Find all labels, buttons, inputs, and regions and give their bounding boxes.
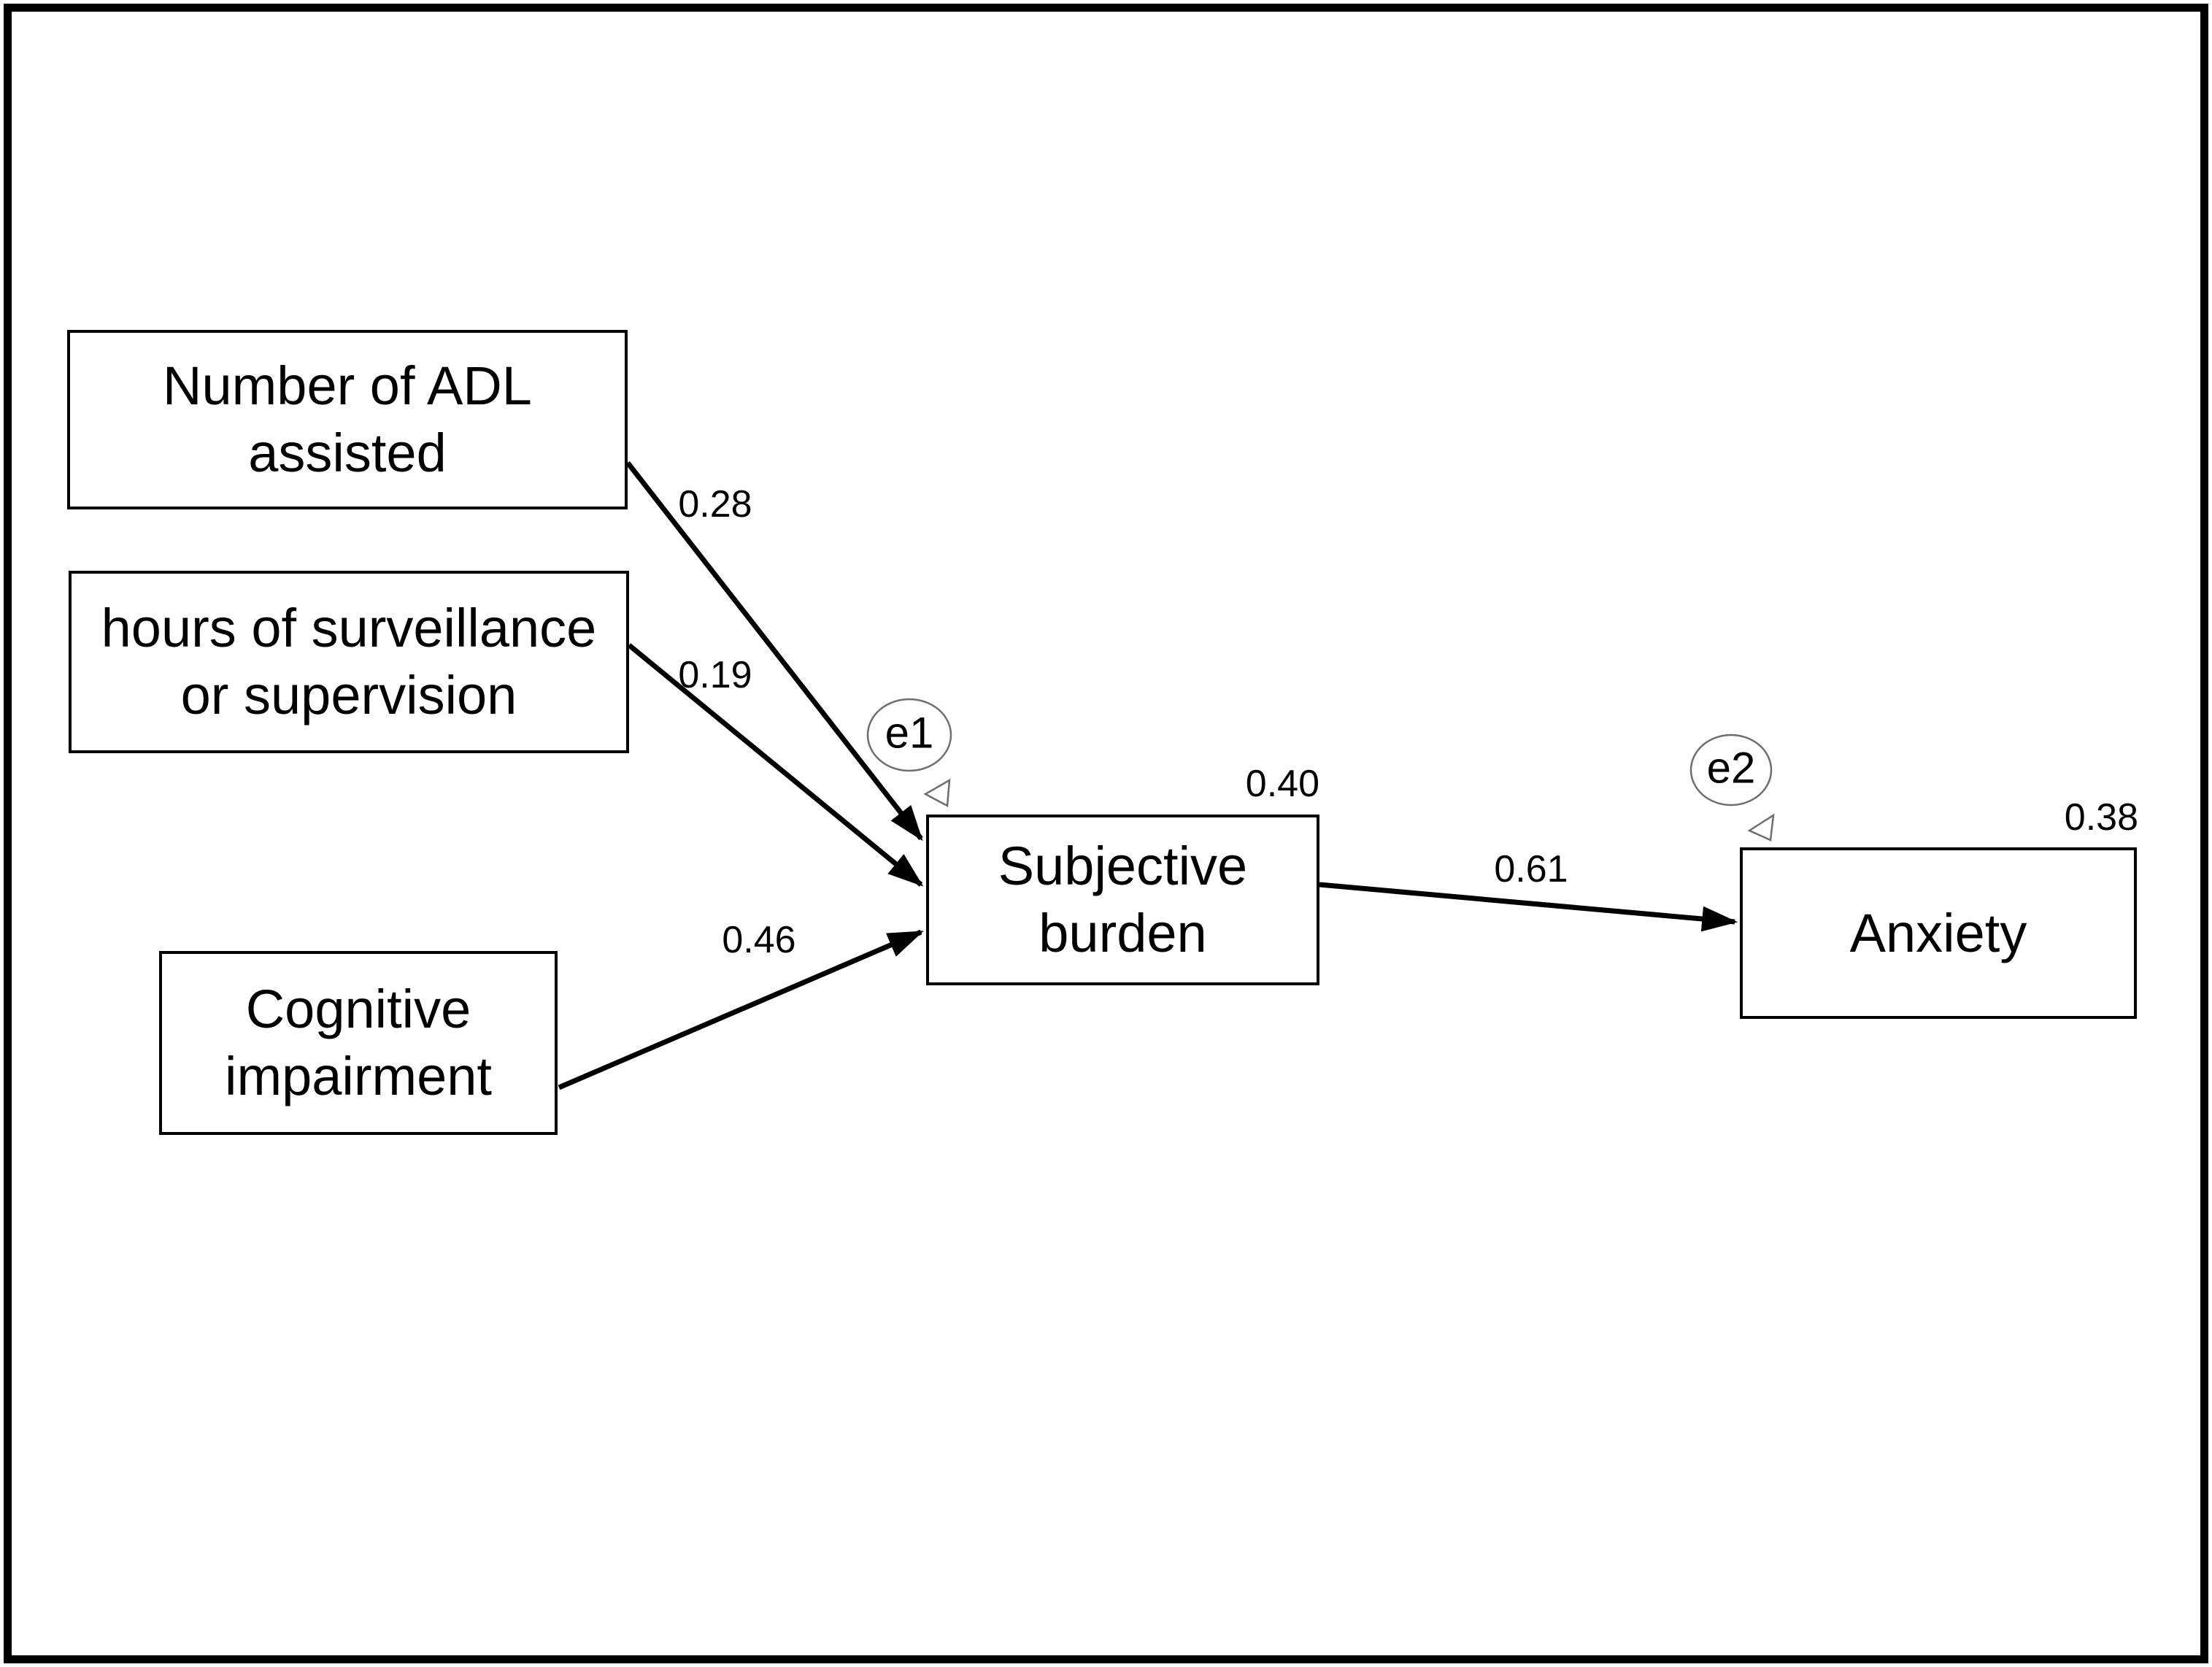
r-squared-subjective-burden: 0.40 <box>1245 763 1319 805</box>
box-anxiety: Anxiety <box>1740 847 2137 1019</box>
box-label-line: hours of surveillance <box>101 598 597 659</box>
coefficient-cognitive-burden: 0.46 <box>722 919 796 961</box>
coefficient-hours-burden: 0.19 <box>678 654 752 696</box>
box-label-line: burden <box>1038 903 1207 963</box>
box-subjective-burden: Subjective burden <box>926 815 1319 985</box>
error-label-e1: e1 <box>885 708 934 758</box>
box-label-line: Number of ADL <box>163 355 532 417</box>
path-adl-to-burden <box>625 461 923 842</box>
error-arrowhead-e1 <box>923 778 951 807</box>
box-label-line: Subjective <box>998 836 1248 897</box>
path-hours-to-burden <box>627 643 924 887</box>
coefficient-adl-burden: 0.28 <box>678 483 752 525</box>
coefficient-burden-anxiety: 0.61 <box>1494 848 1568 890</box>
error-arrowhead-e2 <box>1747 813 1775 842</box>
box-number-of-adl-assisted: Number of ADL assisted <box>67 330 628 509</box>
box-label-line: Anxiety <box>1849 902 2027 963</box>
r-squared-anxiety: 0.38 <box>2064 796 2138 839</box>
box-cognitive-impairment: Cognitive impairment <box>159 951 558 1135</box>
error-label-e2: e2 <box>1706 743 1756 793</box>
box-label-line: impairment <box>225 1046 492 1106</box>
box-hours-of-surveillance: hours of surveillance or supervision <box>69 571 629 753</box>
box-label-line: assisted <box>248 423 447 483</box>
box-label-line: or supervision <box>180 665 517 725</box>
box-label-line: Cognitive <box>245 979 471 1040</box>
